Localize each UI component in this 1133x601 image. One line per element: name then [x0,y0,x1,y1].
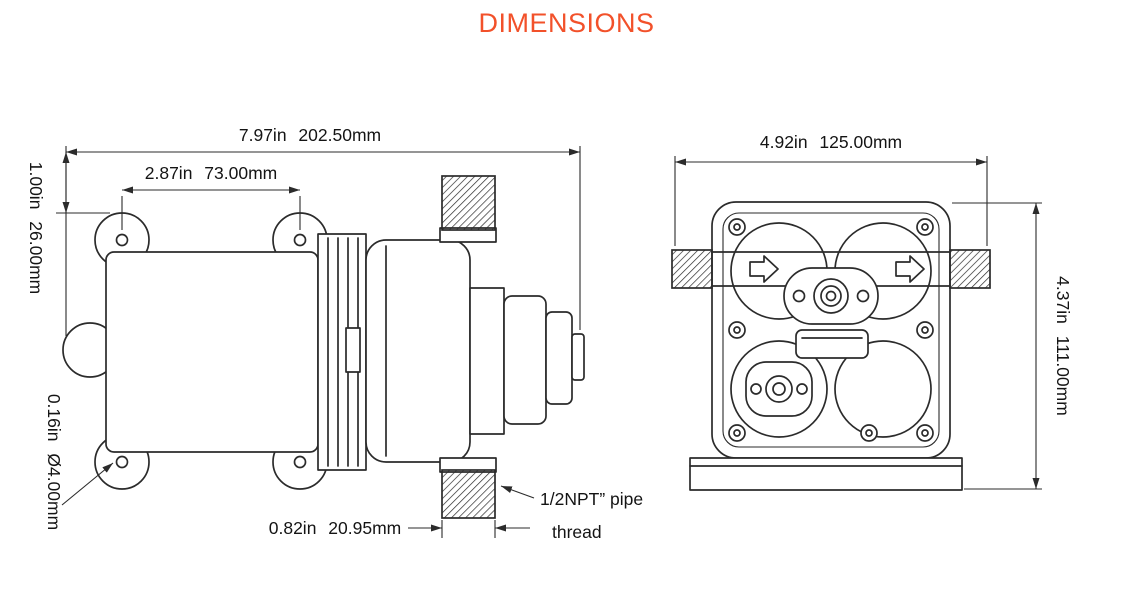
dim-width-label: 4.92in 125.00mm [760,132,902,152]
dim-mount-hole-label: 0.16in Ø4.00mm [44,394,64,530]
faceplate-screws [728,218,934,442]
pump-base [689,457,963,491]
flow-arrow-icon [749,255,779,283]
bolt-icon [750,383,762,395]
dim-overall-length-label: 7.97in 202.50mm [239,125,381,145]
pressure-switch-front [783,267,879,359]
front-view-dimensions: 4.92in 125.00mm 4.37in 111.00mm [674,132,1073,490]
outlet-port-thread [949,249,991,289]
diaphragm-dome [834,340,932,438]
page-title: DIMENSIONS [478,8,655,38]
dim-height-label: 4.37in 111.00mm [1053,276,1073,416]
mounting-hole [115,455,129,469]
top-port-thread [441,175,496,231]
dim-foot-height-label: 1.00in 26.00mm [26,162,46,295]
pressure-switch [469,287,585,435]
faceplate-inner-edge [722,212,940,448]
thread-note-line2: thread [552,522,602,542]
pump-head [365,239,471,463]
side-view-dimensions: 7.97in 202.50mm 2.87in 73.00mm 1.00in 26… [26,125,643,542]
flow-arrow-icon [895,255,925,283]
motor-body [105,251,319,453]
diaphragm-dome [730,340,828,438]
mounting-hole [293,233,307,247]
thread-note-line1: 1/2NPT” pipe [540,489,643,509]
leader-line-thread [500,485,535,499]
mounting-hole [115,233,129,247]
side-view [62,175,585,519]
clamp-detail [345,327,361,373]
dim-motor-mount-label: 2.87in 73.00mm [145,163,278,183]
bypass-knob [745,361,813,417]
bolt-icon [856,289,870,303]
leader-line-mount-hole [61,462,114,506]
bottom-port-thread [441,469,496,519]
mounting-hole [293,455,307,469]
dim-port-length-label: 0.82in 20.95mm [269,518,402,538]
inlet-port-thread [671,249,713,289]
bolt-icon [796,383,808,395]
front-view [671,201,991,491]
bolt-icon [792,289,806,303]
